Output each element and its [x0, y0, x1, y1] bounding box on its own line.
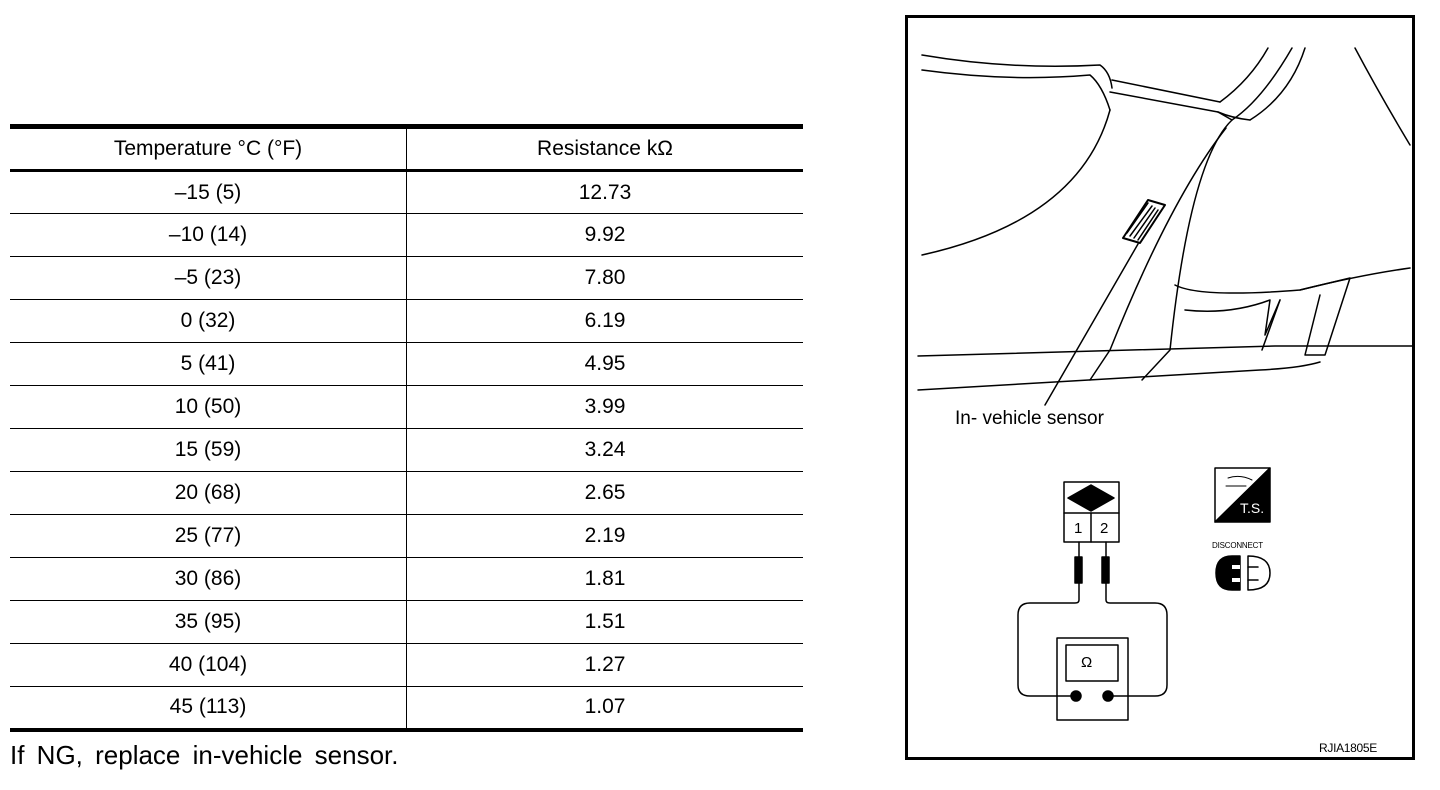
table-row: –10 (14)9.92 — [10, 213, 803, 257]
sensor-connector — [1063, 481, 1120, 543]
pin-1-label: 1 — [1074, 520, 1083, 537]
resistance-cell: 9.92 — [406, 213, 803, 257]
temperature-cell: 15 (59) — [10, 428, 407, 472]
table-row: –15 (5)12.73 — [10, 170, 803, 214]
ohmmeter — [1056, 637, 1129, 721]
temperature-cell: 45 (113) — [10, 686, 407, 732]
resistance-cell: 2.19 — [406, 514, 803, 558]
sensor-illustration-frame — [905, 15, 1415, 760]
ohmmeter-symbol: Ω — [1081, 654, 1093, 671]
resistance-cell: 1.07 — [406, 686, 803, 732]
resistance-cell: 6.19 — [406, 299, 803, 343]
header-temperature: Temperature °C (°F) — [10, 124, 407, 172]
resistance-cell: 7.80 — [406, 256, 803, 300]
temperature-cell: 0 (32) — [10, 299, 407, 343]
disconnect-icon — [1215, 555, 1271, 591]
table-row: 15 (59)3.24 — [10, 428, 803, 472]
ts-icon-label: T.S. — [1240, 500, 1265, 516]
temperature-cell: 35 (95) — [10, 600, 407, 644]
table-row: 40 (104)1.27 — [10, 643, 803, 687]
table-row: 10 (50)3.99 — [10, 385, 803, 429]
probe-wire-1 — [1017, 541, 1080, 697]
sensor-leader-line — [1044, 243, 1139, 406]
in-vehicle-sensor-grille — [1122, 199, 1166, 244]
table-row: –5 (23)7.80 — [10, 256, 803, 300]
temperature-cell: –10 (14) — [10, 213, 407, 257]
in-vehicle-sensor-label: In- vehicle sensor — [955, 408, 1104, 429]
table-row: 35 (95)1.51 — [10, 600, 803, 644]
pin-2-label: 2 — [1100, 520, 1109, 537]
resistance-cell: 12.73 — [406, 170, 803, 214]
center-console-outline — [1141, 119, 1233, 381]
temperature-cell: 25 (77) — [10, 514, 407, 558]
resistance-cell: 4.95 — [406, 342, 803, 386]
temperature-cell: 5 (41) — [10, 342, 407, 386]
table-row: 25 (77)2.19 — [10, 514, 803, 558]
header-resistance: Resistance kΩ — [406, 124, 803, 172]
temperature-cell: –15 (5) — [10, 170, 407, 214]
table-row: 5 (41)4.95 — [10, 342, 803, 386]
table-row: 0 (32)6.19 — [10, 299, 803, 343]
temperature-cell: –5 (23) — [10, 256, 407, 300]
tools-specification-icon — [1214, 467, 1271, 523]
resistance-cell: 1.51 — [406, 600, 803, 644]
resistance-cell: 3.24 — [406, 428, 803, 472]
figure-id: RJIA1805E — [1319, 741, 1378, 755]
resistance-cell: 1.81 — [406, 557, 803, 601]
probe-wire-2 — [1105, 541, 1168, 697]
temperature-cell: 20 (68) — [10, 471, 407, 515]
dashboard-outline — [921, 54, 1113, 89]
table-row: 30 (86)1.81 — [10, 557, 803, 601]
table-row: 45 (113)1.07 — [10, 686, 803, 732]
temperature-cell: 40 (104) — [10, 643, 407, 687]
resistance-cell: 1.27 — [406, 643, 803, 687]
disconnect-icon-label: DISCONNECT — [1212, 541, 1263, 550]
resistance-cell: 2.65 — [406, 471, 803, 515]
replace-instruction: If NG, replace in-vehicle sensor. — [10, 740, 399, 770]
table-header-row: Temperature °C (°F) Resistance kΩ — [10, 124, 803, 172]
temperature-resistance-table: Temperature °C (°F) Resistance kΩ –15 (5… — [10, 124, 803, 732]
table-row: 20 (68)2.65 — [10, 471, 803, 515]
temperature-cell: 30 (86) — [10, 557, 407, 601]
resistance-cell: 3.99 — [406, 385, 803, 429]
temperature-cell: 10 (50) — [10, 385, 407, 429]
floor-line — [917, 345, 1413, 357]
